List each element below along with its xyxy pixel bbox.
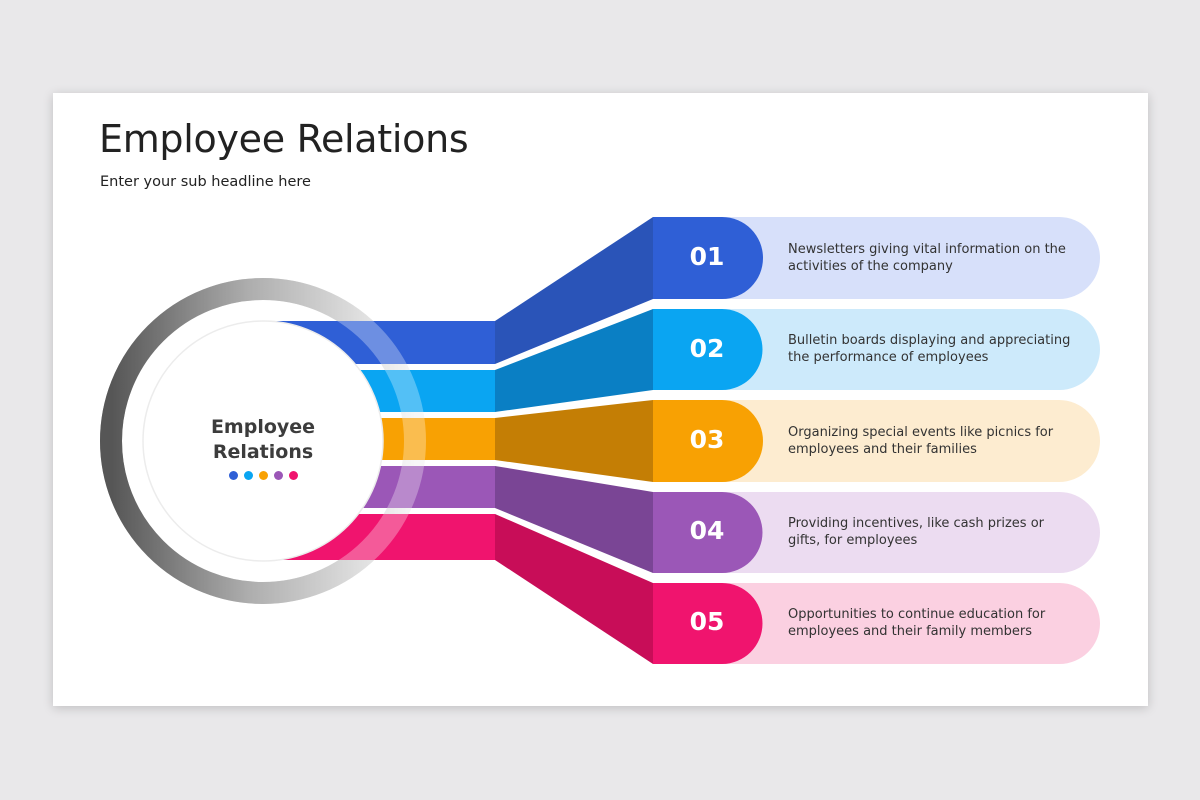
pill-num-01 bbox=[653, 217, 763, 299]
item-text-04: Providing incentives, like cash prizes o… bbox=[788, 516, 1045, 548]
fan-04 bbox=[495, 466, 653, 573]
pill-bg-04 bbox=[653, 492, 1100, 573]
color-dots bbox=[229, 471, 309, 481]
slide-subtitle: Enter your sub headline here bbox=[100, 174, 311, 190]
ring-overlay bbox=[100, 278, 426, 604]
pill-bg-05 bbox=[653, 583, 1100, 664]
fan-03 bbox=[495, 400, 653, 482]
center-label-line1: Employee bbox=[210, 416, 316, 438]
pill-bg-01 bbox=[653, 217, 1100, 299]
fan-02 bbox=[495, 309, 653, 412]
dot-04 bbox=[274, 471, 283, 480]
pill-bg-02 bbox=[653, 309, 1100, 390]
item-text-03: Organizing special events like picnics f… bbox=[788, 425, 1054, 457]
pill-num-02 bbox=[653, 309, 763, 390]
pill-bg-03 bbox=[653, 400, 1100, 482]
diagram bbox=[100, 217, 1100, 664]
inner-circle bbox=[142, 320, 384, 562]
slide-title: Employee Relations bbox=[99, 117, 469, 161]
center-label: Employee Relations bbox=[183, 415, 343, 465]
center-label-line2: Relations bbox=[212, 441, 314, 463]
item-number-05: 05 bbox=[689, 607, 725, 636]
fan-05 bbox=[495, 514, 653, 664]
item-text-05: Opportunities to continue education for … bbox=[788, 607, 1046, 639]
fan-group bbox=[495, 217, 653, 664]
pill-group bbox=[653, 217, 1100, 664]
item-number-03: 03 bbox=[689, 425, 725, 454]
fan-01 bbox=[495, 217, 653, 364]
pill-num-05 bbox=[653, 583, 763, 664]
slide: Employee Relations Enter your sub headli… bbox=[53, 93, 1148, 706]
dot-03 bbox=[259, 471, 268, 480]
item-number-04: 04 bbox=[689, 516, 725, 545]
pill-num-03 bbox=[653, 400, 763, 482]
dot-02 bbox=[244, 471, 253, 480]
item-text-01: Newsletters giving vital information on … bbox=[788, 242, 1066, 274]
dot-05 bbox=[289, 471, 298, 480]
dot-01 bbox=[229, 471, 238, 480]
item-number-01: 01 bbox=[689, 242, 725, 271]
item-text-02: Bulletin boards displaying and appreciat… bbox=[788, 333, 1071, 365]
pill-num-04 bbox=[653, 492, 763, 573]
item-number-02: 02 bbox=[689, 334, 725, 363]
